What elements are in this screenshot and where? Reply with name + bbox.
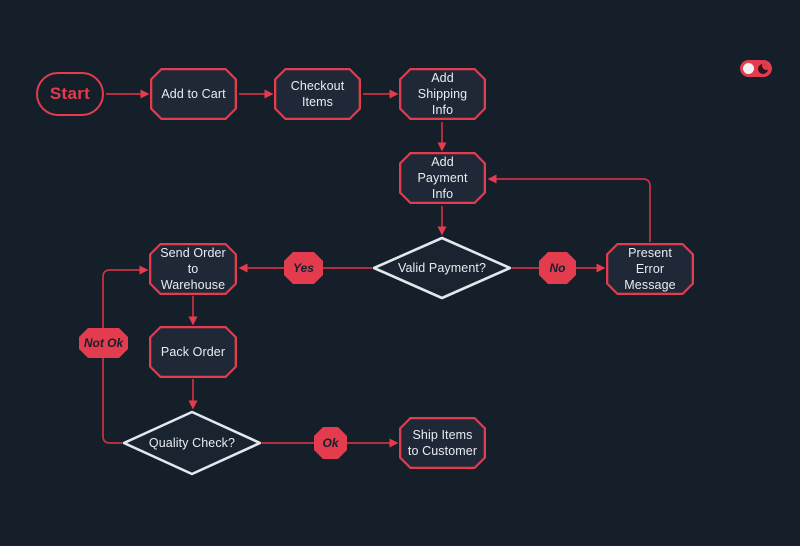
diamond-shape — [122, 410, 262, 476]
edge-label-no: No — [539, 252, 576, 284]
edge-error-payment-loop — [487, 174, 651, 242]
flow-node-quality-check: Quality Check? — [122, 410, 262, 476]
dark-mode-toggle[interactable] — [740, 60, 772, 77]
flow-node-pack-order-label: Pack Order — [151, 328, 234, 375]
flow-node-pack-order: Pack Order — [149, 326, 237, 378]
flow-node-ship-items-to-customer-label: Ship Items to Customer — [401, 419, 483, 466]
moon-icon — [758, 63, 768, 74]
flow-node-valid-payment-label: Valid Payment? — [397, 261, 487, 275]
flow-node-start: Start — [36, 72, 104, 116]
edge-label-ok-text: Ok — [322, 436, 339, 450]
flow-node-checkout-items: Checkout Items — [274, 68, 361, 120]
diamond-shape — [372, 236, 512, 300]
edge-label-yes: Yes — [284, 252, 323, 284]
flow-node-add-payment-info: Add Payment Info — [399, 152, 486, 204]
edge-label-not-ok-text: Not Ok — [83, 336, 124, 350]
flow-node-present-error-message-label: Present Error Message — [608, 245, 691, 292]
flow-node-ship-items-to-customer: Ship Items to Customer — [399, 417, 486, 469]
flow-node-send-order-to-warehouse-label: Send Order to Warehouse — [151, 245, 234, 292]
flow-node-send-order-to-warehouse: Send Order to Warehouse — [149, 243, 237, 295]
edge-label-ok: Ok — [314, 427, 347, 459]
flow-node-start-label: Start — [49, 84, 91, 103]
flow-node-add-payment-info-label: Add Payment Info — [401, 154, 483, 201]
toggle-knob — [743, 63, 754, 74]
flow-node-checkout-items-label: Checkout Items — [276, 70, 358, 117]
flow-node-add-shipping-info-label: Add Shipping Info — [401, 70, 483, 117]
flow-node-add-to-cart: Add to Cart — [150, 68, 237, 120]
flow-node-present-error-message: Present Error Message — [606, 243, 694, 295]
flow-node-add-shipping-info: Add Shipping Info — [399, 68, 486, 120]
edge-label-yes-text: Yes — [293, 261, 314, 275]
flow-node-valid-payment: Valid Payment? — [372, 236, 512, 300]
flow-node-add-to-cart-label: Add to Cart — [152, 70, 234, 117]
flow-node-quality-check-label: Quality Check? — [148, 436, 236, 450]
edge-label-no-text: No — [549, 261, 566, 275]
edge-label-not-ok: Not Ok — [79, 328, 128, 358]
